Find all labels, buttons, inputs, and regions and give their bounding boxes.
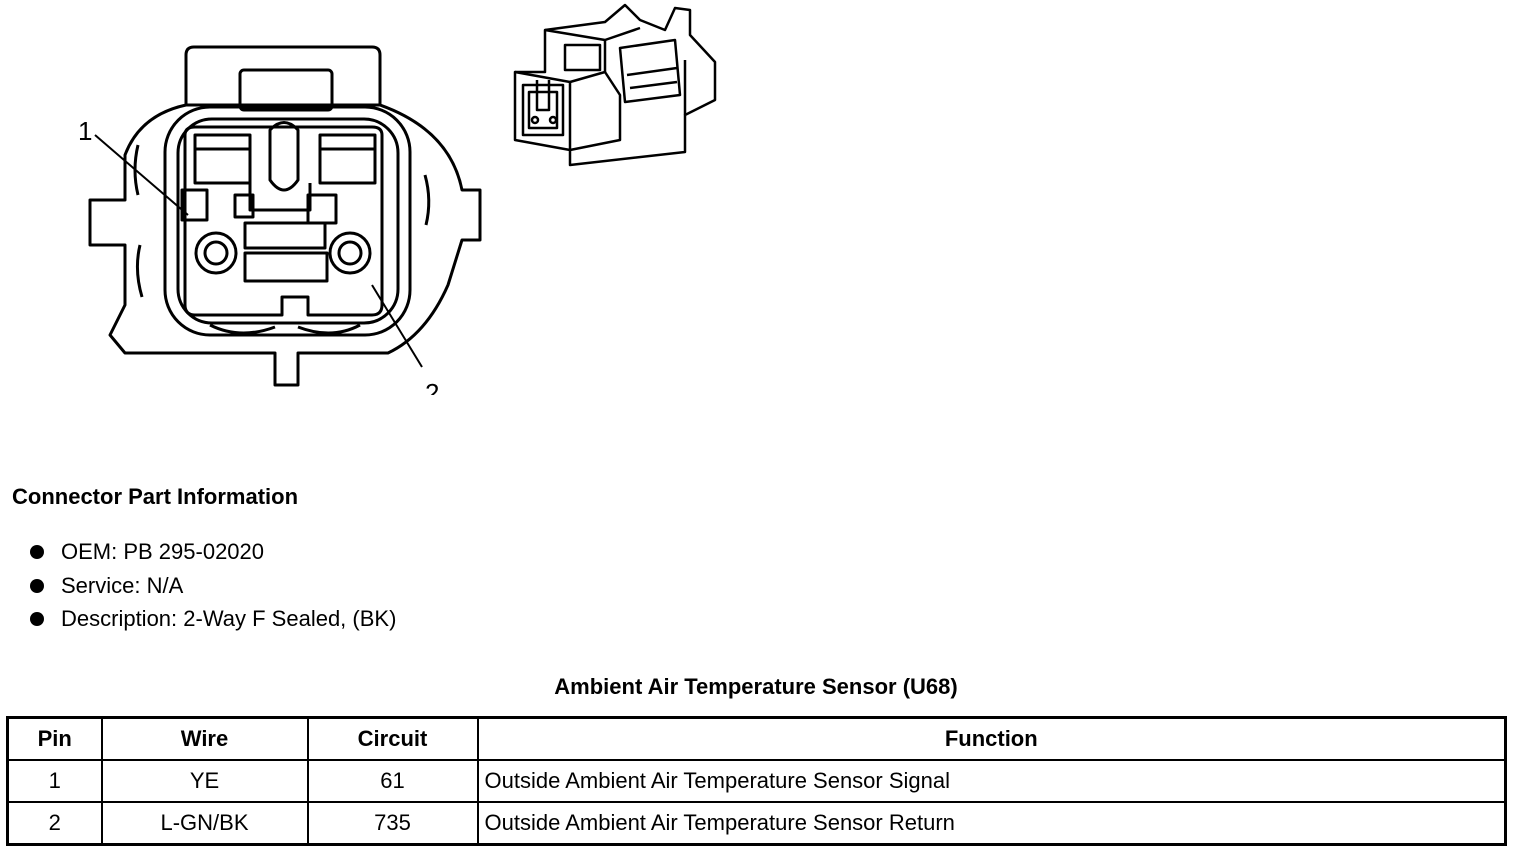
connector-face-diagram: 1 2: [78, 45, 482, 395]
list-item: Service: N/A: [30, 572, 396, 606]
cell-pin: 2: [6, 801, 103, 846]
pin-2-label: 2: [425, 378, 439, 395]
pin-table-title: Ambient Air Temperature Sensor (U68): [554, 674, 958, 699]
connector-info-title: Connector Part Information: [12, 484, 299, 509]
service-text: Service: N/A: [61, 572, 184, 598]
table-header-row: Pin Wire Circuit Function: [6, 716, 1507, 761]
table-row: 1 YE 61 Outside Ambient Air Temperature …: [6, 759, 1507, 803]
bullet-dot: [30, 578, 44, 593]
connector-info-list: OEM: PB 295-02020 Service: N/A Descripti…: [30, 538, 396, 639]
bullet-dot: [30, 545, 44, 559]
description-text: Description: 2-Way F Sealed, (BK): [61, 606, 397, 631]
list-item: OEM: PB 295-02020: [30, 538, 396, 572]
cell-circuit: 61: [306, 759, 479, 803]
list-item: Description: 2-Way F Sealed, (BK): [30, 605, 396, 639]
header-pin: Pin: [6, 716, 103, 761]
header-function: Function: [476, 716, 1507, 761]
cell-wire: L-GN/BK: [100, 801, 309, 846]
connector-isometric-diagram: [513, 3, 717, 167]
bullet-dot: [30, 612, 44, 626]
oem-text: OEM: PB 295-02020: [61, 539, 265, 564]
cell-function: Outside Ambient Air Temperature Sensor R…: [476, 801, 1507, 846]
cell-wire: YE: [100, 759, 309, 803]
table-row: 2 L-GN/BK 735 Outside Ambient Air Temper…: [6, 801, 1507, 846]
header-circuit: Circuit: [306, 716, 479, 761]
cell-circuit: 735: [306, 801, 479, 846]
pin-1-label: 1: [78, 116, 92, 146]
cell-pin: 1: [6, 759, 103, 803]
pin-table: Pin Wire Circuit Function 1 YE 61 Outsid…: [6, 716, 1507, 846]
cell-function: Outside Ambient Air Temperature Sensor S…: [476, 759, 1507, 803]
header-wire: Wire: [100, 716, 309, 761]
